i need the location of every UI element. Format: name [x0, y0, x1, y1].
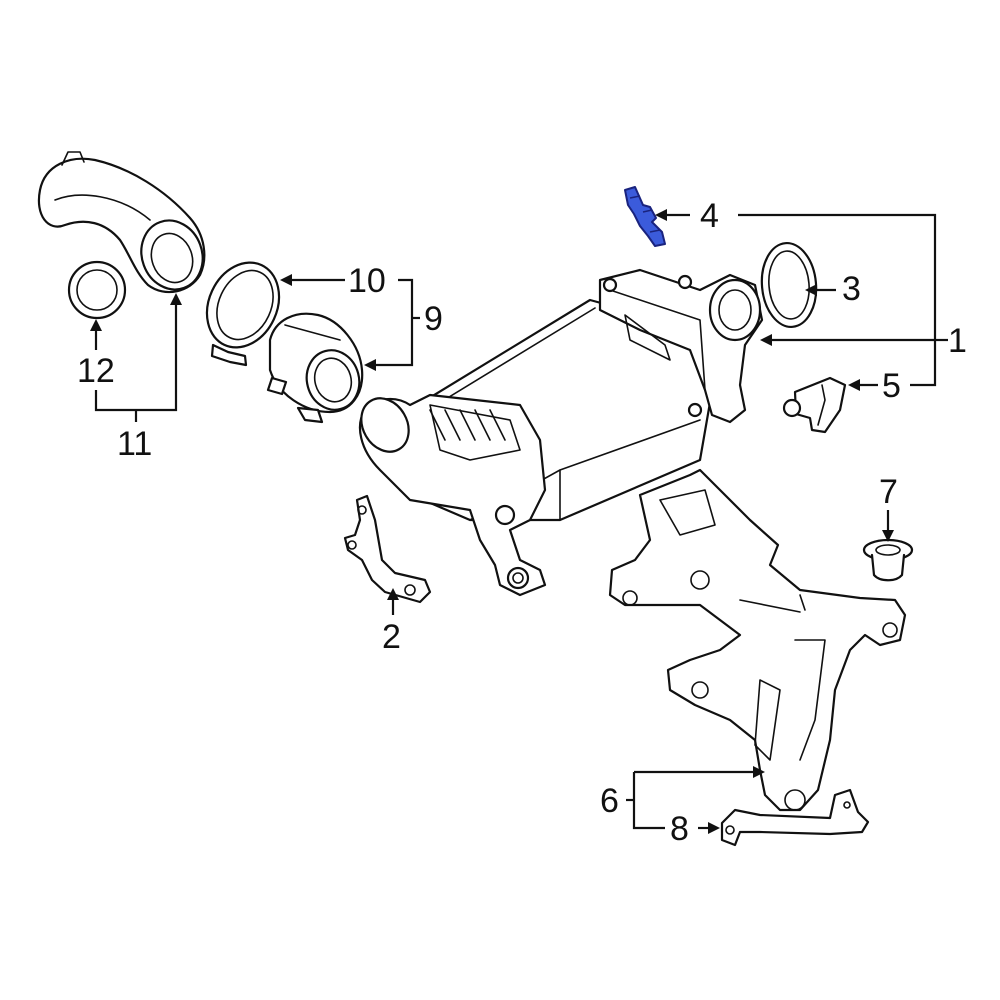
callout-7: 7 — [879, 473, 898, 511]
part-11-charge-air-hose[interactable] — [37, 151, 212, 298]
part-9-hose-connector[interactable] — [266, 312, 366, 424]
part-12-seal-ring[interactable] — [67, 260, 127, 320]
part-8-bracket[interactable] — [720, 788, 870, 847]
part-1-intercooler[interactable] — [352, 268, 764, 597]
part-3-gasket[interactable] — [758, 241, 819, 329]
part-10-hose-clamp[interactable] — [194, 251, 293, 367]
part-4-sensor-highlighted[interactable] — [624, 186, 666, 247]
callout-6: 6 — [600, 782, 619, 820]
callout-10: 10 — [348, 262, 386, 300]
callout-4: 4 — [700, 197, 719, 235]
callout-3: 3 — [842, 270, 861, 308]
callout-11: 11 — [117, 425, 152, 463]
callout-labels: 1 2 3 4 5 6 7 8 9 10 11 12 — [77, 197, 967, 848]
part-2-bracket[interactable] — [343, 494, 432, 604]
part-6-support[interactable] — [608, 468, 907, 812]
callout-8: 8 — [670, 810, 689, 848]
callout-12: 12 — [77, 352, 115, 390]
callout-2: 2 — [382, 618, 401, 656]
leader-lines — [90, 209, 948, 834]
callout-1: 1 — [948, 322, 967, 360]
callout-9: 9 — [424, 300, 443, 338]
callout-5: 5 — [882, 367, 901, 405]
part-5-sensor[interactable] — [782, 376, 847, 434]
part-7-grommet[interactable] — [862, 538, 914, 582]
